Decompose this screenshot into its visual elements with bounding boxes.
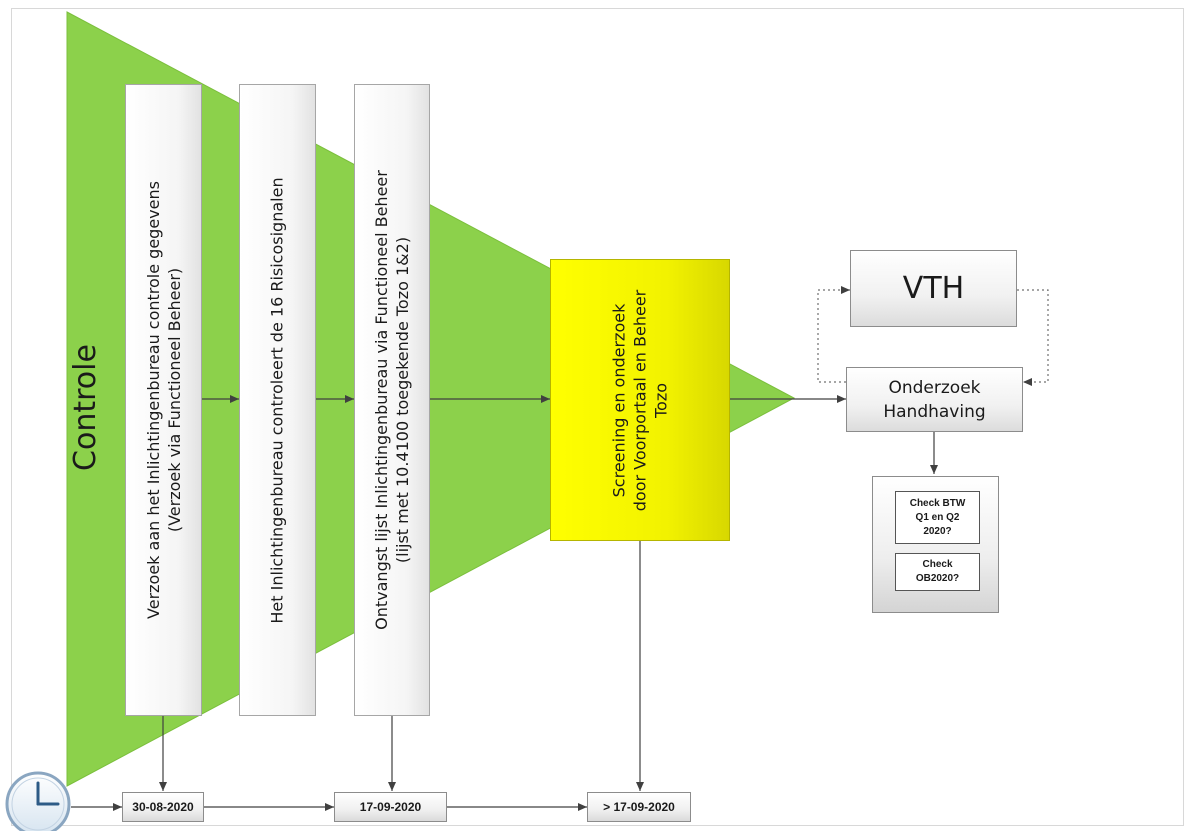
clock-icon (5, 771, 71, 831)
step-risk-line-1: Het Inlichtingenbureau controleert de 16… (268, 176, 287, 624)
step-request-line-1: Verzoek aan het Inlichtingenbureau contr… (143, 181, 163, 619)
check-ob2020-box[interactable]: Check OB2020? (895, 553, 980, 591)
onderzoek-line-2: Handhaving (883, 401, 986, 422)
date-3-label: > 17-09-2020 (603, 800, 675, 814)
loop-from-vth (1017, 289, 1049, 386)
step-request-text: Verzoek aan het Inlichtingenbureau contr… (143, 181, 185, 619)
vth-label: VTH (902, 271, 965, 306)
step-screening-line-3: Tozo (651, 382, 671, 418)
check-btw-box[interactable]: Check BTW Q1 en Q2 2020? (895, 491, 980, 544)
check-btw-line-2: Q1 en Q2 (915, 511, 960, 523)
check-ob-line-1: Check (922, 559, 953, 570)
step-screening[interactable]: Screening en onderzoek door Voorportaal … (550, 259, 730, 541)
step-receive-line-2: (lijst met 10.4100 toegekende Tozo 1&2) (393, 236, 413, 564)
check-btw-line-3: 2020? (923, 525, 952, 537)
date-after-17-09-2020[interactable]: > 17-09-2020 (587, 792, 691, 822)
vth-box[interactable]: VTH (850, 250, 1017, 327)
controle-label: Controle (55, 344, 115, 471)
step-screening-text: Screening en onderzoek door Voorportaal … (609, 289, 672, 511)
step-risk-signals[interactable]: Het Inlichtingenbureau controleert de 16… (239, 84, 316, 716)
step-screening-line-2: door Voorportaal en Beheer (630, 289, 650, 511)
checks-container: Check BTW Q1 en Q2 2020? Check OB2020? (872, 476, 999, 613)
check-btw-line-1: Check BTW (909, 497, 966, 509)
step-risk-text: Het Inlichtingenbureau controleert de 16… (267, 177, 288, 623)
date-17-09-2020[interactable]: 17-09-2020 (334, 792, 447, 822)
date-2-label: 17-09-2020 (359, 800, 422, 814)
loop-to-vth (817, 286, 850, 383)
check-ob-line-2: OB2020? (915, 573, 960, 584)
step-receive-text: Ontvangst lijst Inlichtingenbureau via F… (371, 170, 413, 630)
onderzoek-handhaving-box[interactable]: Onderzoek Handhaving (846, 367, 1023, 432)
onderzoek-line-1: Onderzoek (888, 377, 981, 398)
date-1-label: 30-08-2020 (132, 800, 194, 814)
date-30-08-2020[interactable]: 30-08-2020 (122, 792, 204, 822)
step-receive-list[interactable]: Ontvangst lijst Inlichtingenbureau via F… (354, 84, 430, 716)
diagram-frame (11, 8, 1184, 826)
step-screening-line-1: Screening en onderzoek (609, 303, 629, 497)
controle-text: Controle (67, 343, 103, 471)
step-request-line-2: (Verzoek via Functioneel Beheer) (164, 267, 184, 533)
step-receive-line-1: Ontvangst lijst Inlichtingenbureau via F… (372, 170, 392, 630)
step-request-inlichtingenbureau[interactable]: Verzoek aan het Inlichtingenbureau contr… (125, 84, 202, 716)
